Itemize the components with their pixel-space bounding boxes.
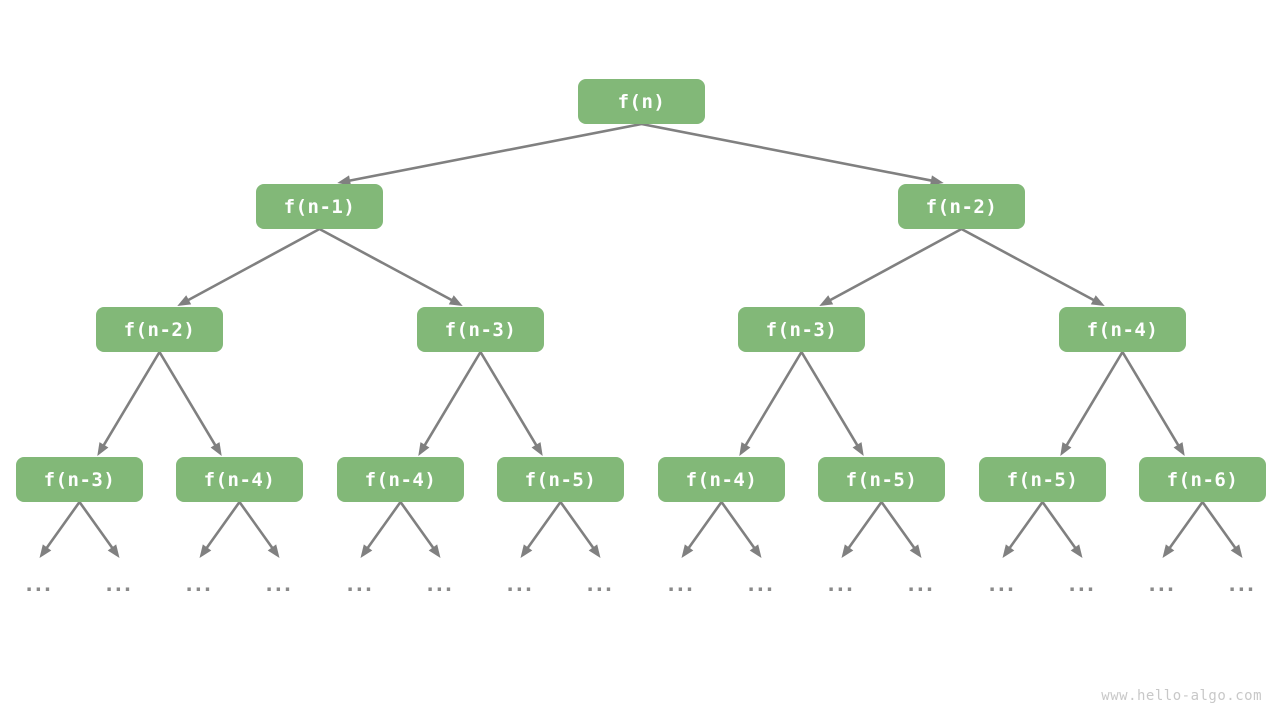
edge-n6-to-n14 xyxy=(1121,351,1185,456)
tree-node-n2: f(n-2) xyxy=(898,184,1025,229)
leaf-stub-n12-left xyxy=(841,501,883,558)
edge-n2-to-n6 xyxy=(960,227,1105,306)
ellipsis-marker: ... xyxy=(506,574,535,596)
leaf-stub-n7-left xyxy=(39,501,81,558)
leaf-stub-n9-right xyxy=(399,501,441,558)
leaf-stub-n14-left xyxy=(1162,501,1204,558)
leaf-stub-n9-left xyxy=(360,501,402,558)
edge-n3-to-n7 xyxy=(97,351,161,456)
leaf-stub-n7-right xyxy=(78,501,120,558)
leaf-stub-n12-right xyxy=(880,501,922,558)
edge-n0-to-n1 xyxy=(337,122,642,186)
ellipsis-marker: ... xyxy=(346,574,375,596)
watermark: www.hello-algo.com xyxy=(1101,688,1262,704)
tree-node-n3: f(n-2) xyxy=(96,307,223,352)
tree-node-n5: f(n-3) xyxy=(738,307,865,352)
edge-n3-to-n8 xyxy=(158,351,222,456)
tree-node-n9: f(n-4) xyxy=(337,457,464,502)
ellipsis-marker: ... xyxy=(1228,574,1257,596)
edge-n4-to-n10 xyxy=(479,351,543,456)
leaf-stub-n14-right xyxy=(1201,501,1243,558)
tree-node-n1: f(n-1) xyxy=(256,184,383,229)
tree-node-n11: f(n-4) xyxy=(658,457,785,502)
edge-n1-to-n4 xyxy=(318,227,463,306)
leaf-stub-n13-left xyxy=(1002,501,1044,558)
edge-n5-to-n12 xyxy=(800,351,864,456)
tree-node-n10: f(n-5) xyxy=(497,457,624,502)
tree-node-n0: f(n) xyxy=(578,79,705,124)
tree-node-n12: f(n-5) xyxy=(818,457,945,502)
ellipsis-marker: ... xyxy=(265,574,294,596)
ellipsis-marker: ... xyxy=(747,574,776,596)
tree-node-n8: f(n-4) xyxy=(176,457,303,502)
edge-n6-to-n13 xyxy=(1060,351,1124,456)
edge-n0-to-n2 xyxy=(641,122,944,186)
ellipsis-marker: ... xyxy=(827,574,856,596)
edge-n2-to-n5 xyxy=(819,227,963,306)
edge-n4-to-n9 xyxy=(418,351,482,456)
leaf-stub-n8-left xyxy=(199,501,241,558)
ellipsis-marker: ... xyxy=(185,574,214,596)
ellipsis-marker: ... xyxy=(586,574,615,596)
leaf-stub-n8-right xyxy=(238,501,280,558)
ellipsis-marker: ... xyxy=(988,574,1017,596)
ellipsis-marker: ... xyxy=(1148,574,1177,596)
ellipsis-marker: ... xyxy=(907,574,936,596)
leaf-stub-n10-left xyxy=(520,501,562,558)
tree-node-n4: f(n-3) xyxy=(417,307,544,352)
ellipsis-marker: ... xyxy=(25,574,54,596)
ellipsis-marker: ... xyxy=(105,574,134,596)
tree-node-n13: f(n-5) xyxy=(979,457,1106,502)
leaf-stub-n11-right xyxy=(720,501,762,558)
ellipsis-marker: ... xyxy=(426,574,455,596)
leaf-stub-n13-right xyxy=(1041,501,1083,558)
tree-node-n14: f(n-6) xyxy=(1139,457,1266,502)
ellipsis-marker: ... xyxy=(667,574,696,596)
leaf-stub-n11-left xyxy=(681,501,723,558)
leaf-stub-n10-right xyxy=(559,501,601,558)
tree-node-n7: f(n-3) xyxy=(16,457,143,502)
edge-n1-to-n3 xyxy=(177,227,321,306)
ellipsis-marker: ... xyxy=(1068,574,1097,596)
edge-n5-to-n11 xyxy=(739,351,803,456)
tree-node-n6: f(n-4) xyxy=(1059,307,1186,352)
